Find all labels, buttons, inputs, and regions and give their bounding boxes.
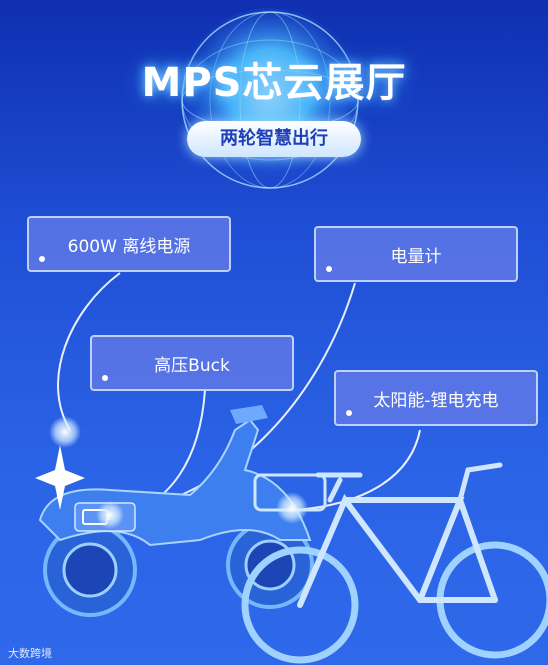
sparkle-icon — [35, 445, 85, 510]
card-label: 电量计 — [390, 246, 442, 267]
card-label: 太阳能-锂电充电 — [373, 390, 499, 411]
card-corner-dot — [39, 256, 45, 262]
card-solar-lithium-charging: 太阳能-锂电充电 — [334, 370, 538, 426]
page-subtitle: 两轮智慧出行 — [220, 128, 328, 149]
page-title: MPS芯云展厅 — [141, 60, 407, 106]
subtitle-pill — [187, 121, 361, 157]
card-corner-dot — [326, 266, 332, 272]
card-corner-dot — [102, 375, 108, 381]
card-label: 600W 离线电源 — [67, 236, 191, 257]
card-offline-power: 600W 离线电源 — [27, 216, 231, 272]
card-label: 高压Buck — [154, 355, 230, 376]
card-fuel-gauge: 电量计 — [314, 226, 518, 282]
watermark: 大数跨境 — [8, 647, 52, 660]
card-corner-dot — [346, 410, 352, 416]
bicycle-icon — [241, 462, 548, 664]
card-high-voltage-buck: 高压Buck — [90, 335, 294, 391]
